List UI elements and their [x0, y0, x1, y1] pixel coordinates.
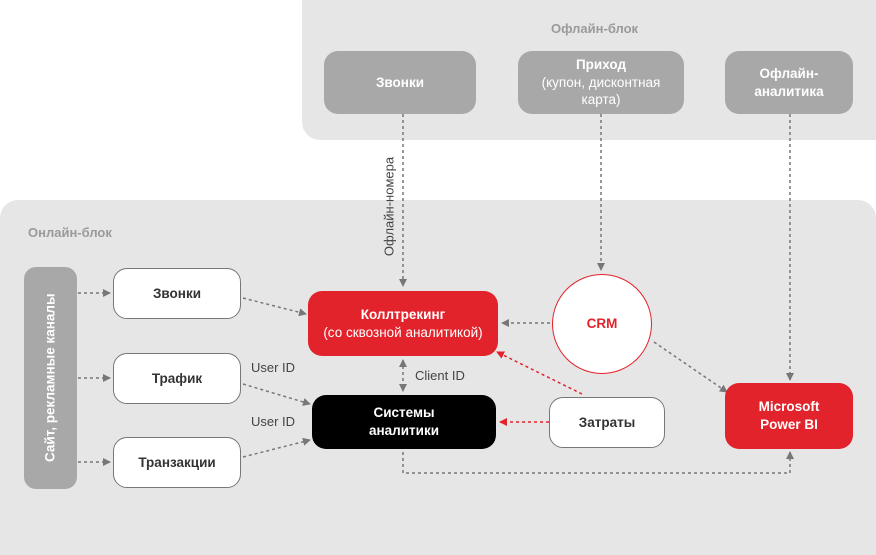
edge-costs-to-calltracking — [496, 351, 583, 395]
costs-node: Затраты — [549, 397, 665, 448]
user-id-label-1: User ID — [251, 360, 296, 375]
offline-arrival-node: Приход (купон, дисконтная карта) — [518, 51, 684, 114]
transactions-label: Транзакции — [138, 454, 216, 470]
site-channels-label: Сайт, рекламные каналы — [42, 293, 58, 463]
traffic-node: Трафик — [113, 353, 241, 404]
offline-analytics-label: Офлайн-аналитика — [754, 65, 824, 99]
edge-transactions-to-analytics — [242, 437, 311, 458]
offline-analytics-node: Офлайн-аналитика — [725, 51, 853, 114]
analytics-systems-node: Системы аналитики — [312, 395, 496, 449]
offline-block-title: Офлайн-блок — [551, 21, 639, 36]
edge-calls-to-calltracking-2 — [242, 297, 307, 317]
offline-numbers-label: Офлайн-номера — [381, 156, 397, 257]
calltracking-title: Коллтрекинг — [360, 306, 446, 322]
crm-node: CRM — [552, 274, 652, 374]
offline-arrival-title: Приход — [575, 57, 627, 73]
traffic-label: Трафик — [151, 370, 203, 386]
edge-traffic-to-analytics — [242, 383, 311, 406]
online-calls-label: Звонки — [152, 285, 202, 301]
calltracking-node: Коллтрекинг (со сквозной аналитикой) — [308, 291, 498, 356]
online-calls-node: Звонки — [113, 268, 241, 319]
offline-calls-label: Звонки — [375, 74, 425, 90]
transactions-node: Транзакции — [113, 437, 241, 488]
power-bi-node: Microsoft Power BI — [725, 383, 853, 449]
site-channels-node: Сайт, рекламные каналы — [24, 267, 77, 489]
crm-label: CRM — [586, 316, 618, 332]
offline-calls-node: Звонки — [324, 51, 476, 114]
edge-analytics-to-powerbi — [402, 451, 794, 474]
client-id-label: Client ID — [415, 368, 465, 383]
power-bi-label: Microsoft Power BI — [758, 399, 820, 432]
analytics-systems-label: Системы аналитики — [368, 405, 439, 438]
calltracking-subtitle: (со сквозной аналитикой) — [323, 324, 483, 340]
online-block-title: Онлайн-блок — [28, 225, 112, 240]
edge-crm-to-powerbi — [653, 341, 728, 393]
offline-arrival-subtitle: (купон, дисконтная карта) — [541, 74, 661, 108]
costs-label: Затраты — [578, 414, 636, 430]
user-id-label-2: User ID — [251, 414, 296, 429]
